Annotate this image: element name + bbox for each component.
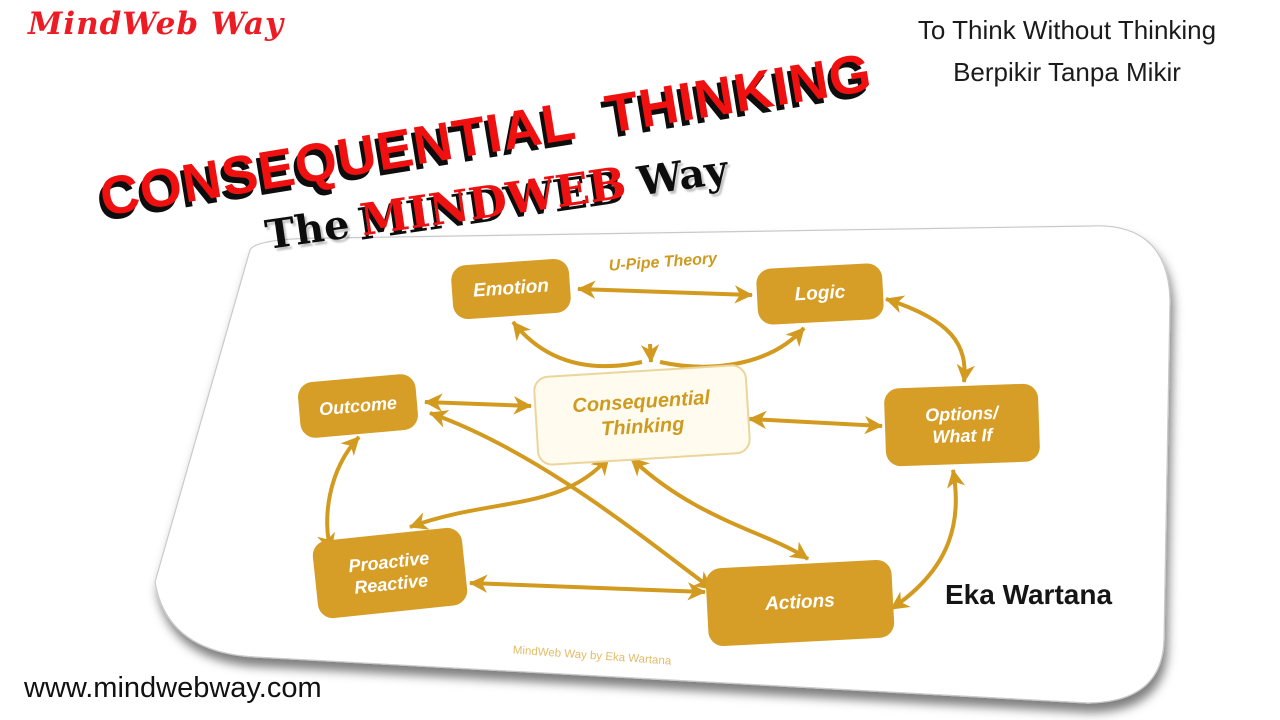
node-actions-label: Actions	[764, 590, 836, 615]
connector-center-outcome	[423, 393, 533, 415]
slide-card	[154, 225, 1171, 704]
subtitle-pre: The	[262, 200, 353, 260]
tagline: To Think Without Thinking Berpikir Tanpa…	[872, 10, 1262, 93]
brand-logo: MindWeb Way	[28, 6, 285, 42]
node-options-line2: What If	[932, 424, 993, 448]
connector-actions-options	[889, 468, 966, 611]
connector-center-options	[747, 410, 884, 435]
tagline-line-english: To Think Without Thinking	[917, 15, 1217, 45]
node-emotion-label: Emotion	[472, 275, 550, 302]
node-options-what-if: Options/ What If	[883, 383, 1041, 467]
node-center-line2: Thinking	[600, 413, 685, 441]
node-outcome-label: Outcome	[318, 392, 398, 420]
author-name: Eka Wartana	[945, 579, 1113, 610]
node-logic-label: Logic	[794, 281, 846, 306]
node-proactive-reactive: Proactive Reactive	[311, 526, 469, 620]
connector-logic-options	[885, 295, 976, 384]
connectors	[317, 280, 976, 611]
connector-logic-merge	[659, 326, 806, 369]
connector-center-proactive	[409, 455, 611, 530]
subtitle-post: Way	[634, 145, 731, 206]
node-consequential-thinking: Consequential Thinking	[532, 363, 752, 467]
connector-center-actions	[629, 456, 810, 561]
connector-emotion-logic	[576, 280, 754, 304]
node-outcome: Outcome	[296, 372, 420, 440]
website-url: www.mindwebway.com	[24, 672, 322, 704]
connector-emotion-merge	[511, 320, 643, 369]
connector-merge-center	[640, 343, 660, 364]
connector-proactive-actions	[468, 574, 707, 601]
node-emotion: Emotion	[450, 257, 572, 321]
node-actions: Actions	[705, 559, 895, 647]
node-logic: Logic	[755, 262, 885, 326]
tagline-line-indonesian: Berpikir Tanpa Mikir	[953, 56, 1181, 87]
node-options-line1: Options/	[924, 402, 999, 425]
